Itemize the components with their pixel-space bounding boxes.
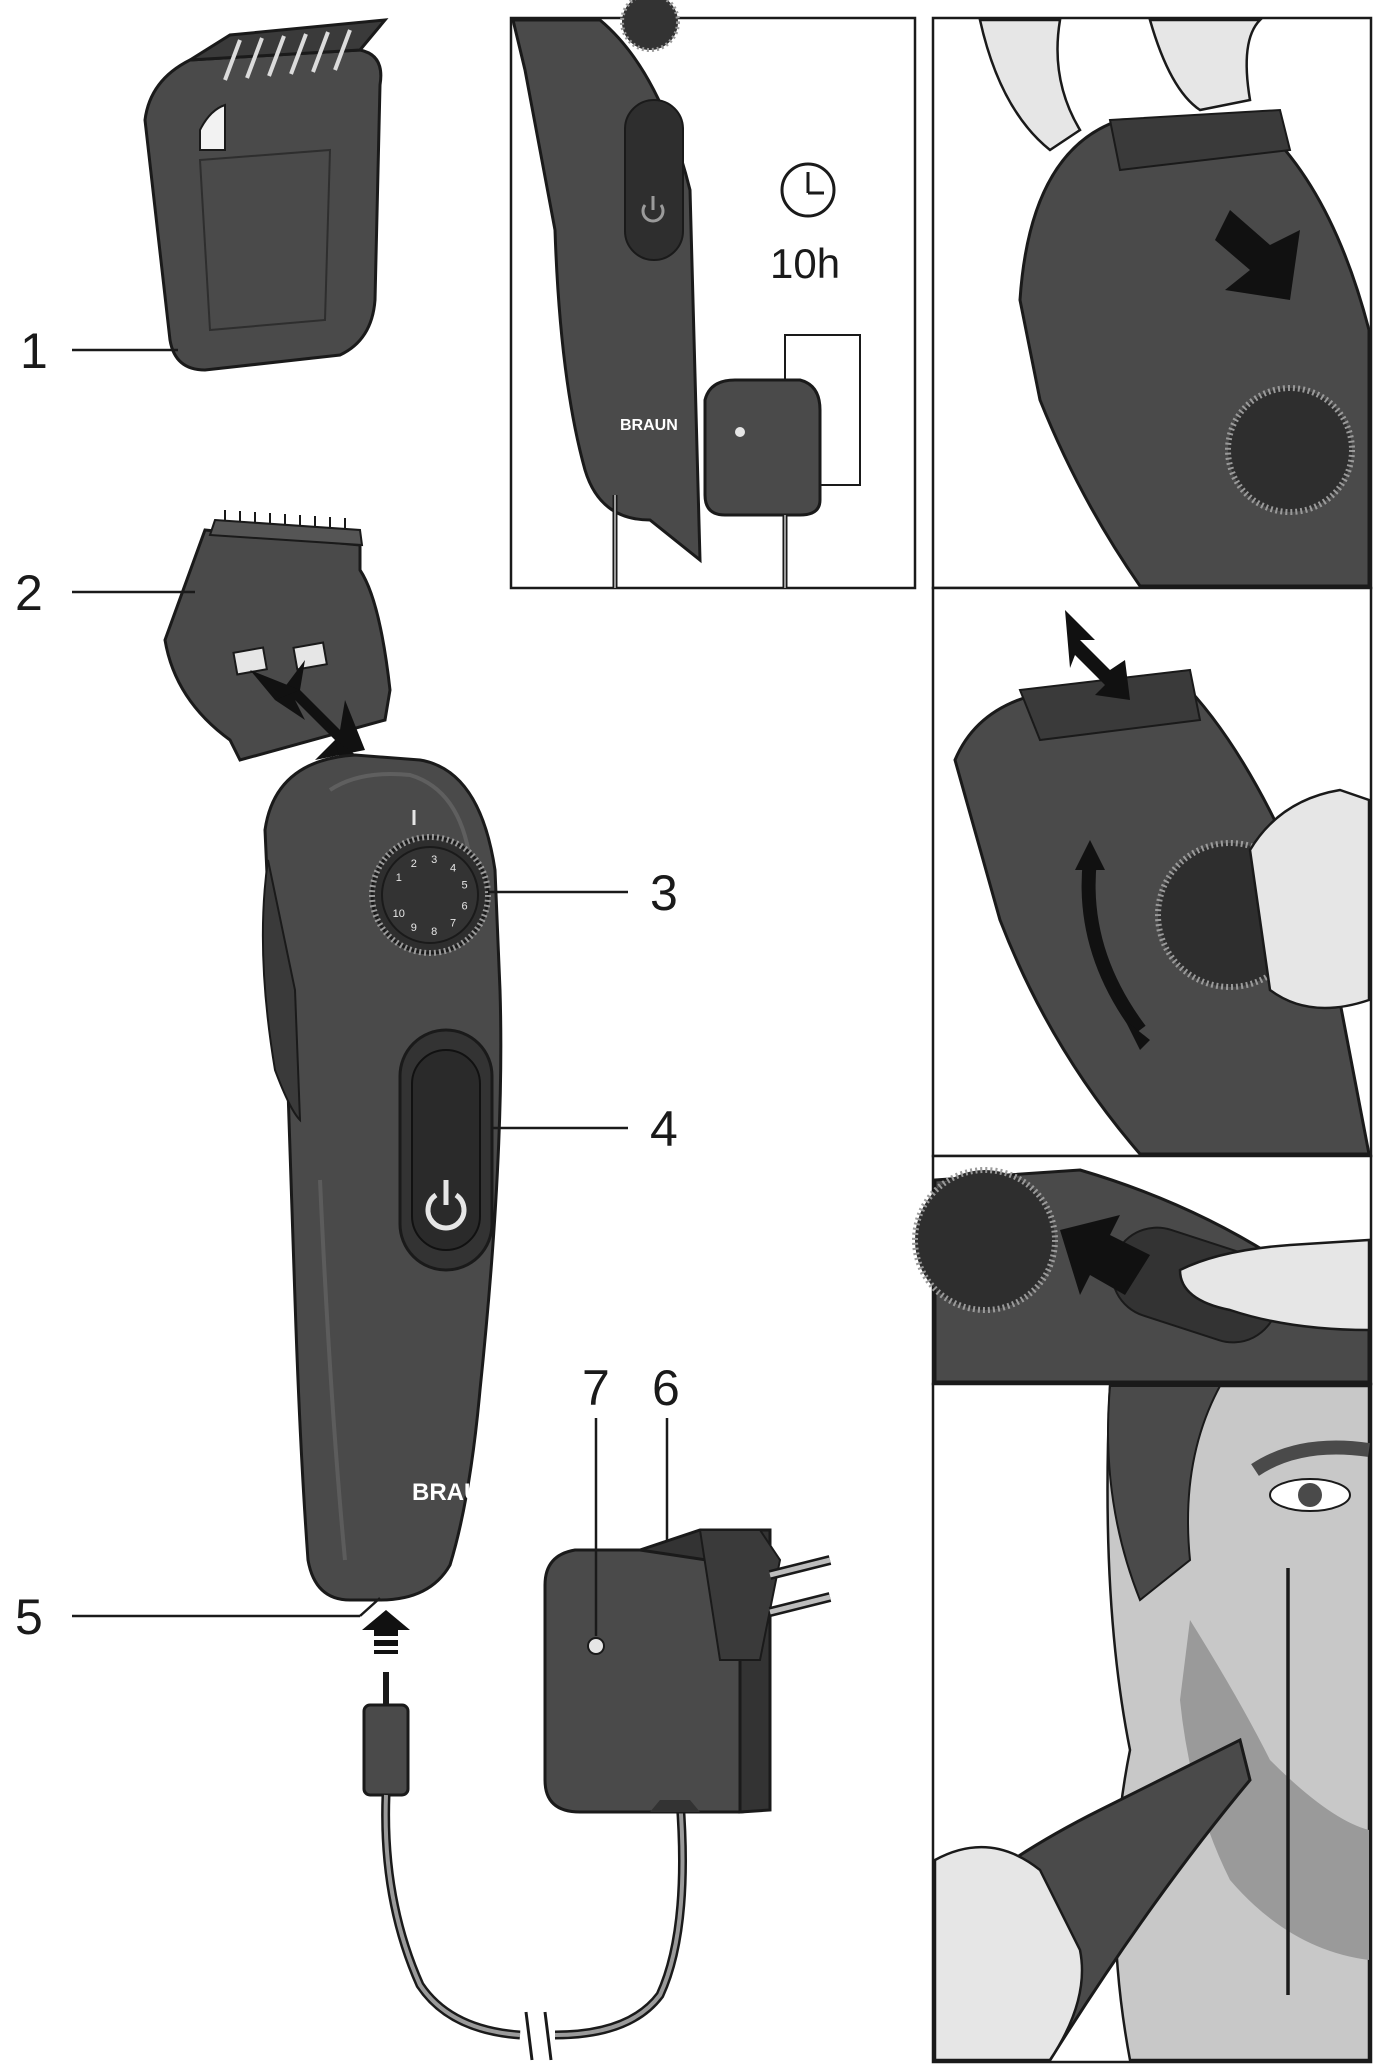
charging-indicator-light [587, 1637, 605, 1655]
charge-time-label: 10h [770, 240, 840, 287]
dial-setting-label: 4 [450, 862, 456, 874]
dial-setting-label: 7 [450, 918, 456, 930]
braun-logo-body: BRAUN [412, 1479, 499, 1506]
dial-setting-label: 8 [431, 926, 437, 938]
clock-icon [780, 162, 836, 218]
on-off-switch [398, 1028, 494, 1272]
callout-1: 1 [20, 323, 48, 379]
switch-on-panel [912, 1154, 1373, 1386]
dial-setting-label: 1 [396, 872, 402, 884]
dial-setting-label: 5 [461, 880, 467, 892]
power-cord [362, 1672, 687, 2061]
slide-forward-arrow-icon [1060, 1215, 1150, 1295]
callout-7: 7 [582, 1360, 610, 1416]
plug-in-arrow-icon [362, 1610, 410, 1654]
trimmer-head [163, 510, 392, 762]
charging-panel: BRAUN 10h [509, 0, 917, 590]
callout-6: 6 [652, 1360, 680, 1416]
dial-setting-label: 10 [393, 908, 405, 920]
braun-logo-charging: BRAUN [620, 417, 678, 434]
dial-setting-label: 6 [461, 900, 467, 912]
attach-comb-panel [931, 16, 1373, 590]
dial-setting-label: 2 [411, 858, 417, 870]
power-icon [425, 1180, 467, 1231]
power-adapter [543, 1528, 832, 1814]
callout-2: 2 [15, 565, 43, 621]
callout-3: 3 [650, 865, 678, 921]
dial-setting-label: 3 [431, 854, 437, 866]
height-adjust-arrow-icon [1065, 610, 1130, 700]
dial-setting-label: 9 [411, 922, 417, 934]
product-overview: 1 2 [15, 18, 832, 2061]
trimmer-body [261, 753, 503, 1602]
trimming-panel [931, 1382, 1373, 2064]
beard-comb-attachment [143, 18, 389, 372]
callout-4: 4 [650, 1101, 678, 1157]
adjust-dial-panel [931, 586, 1373, 1158]
push-down-arrow-icon [1215, 210, 1300, 300]
callout-5: 5 [15, 1589, 43, 1645]
